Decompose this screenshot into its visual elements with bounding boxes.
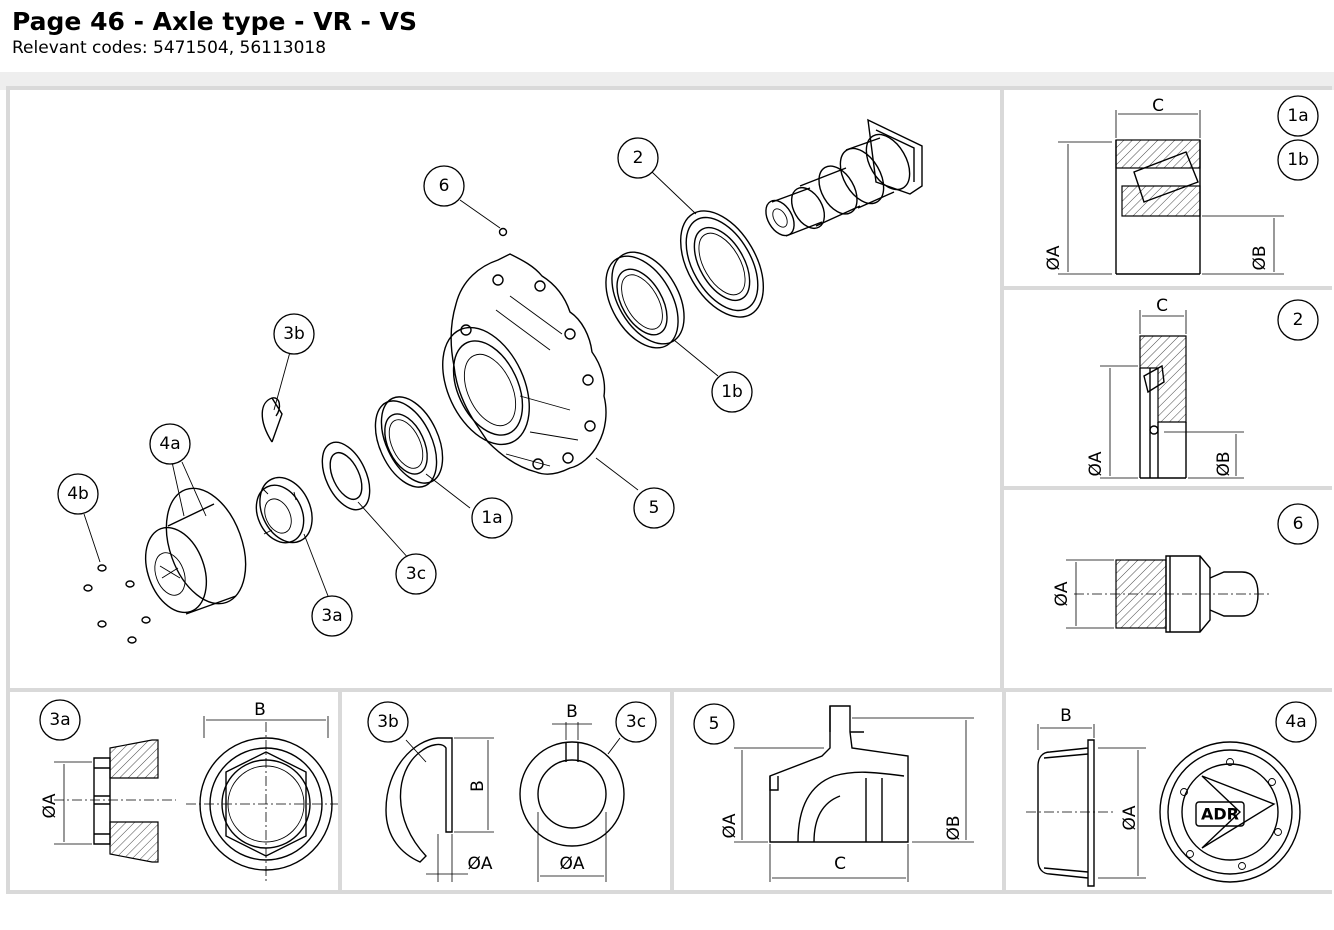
svg-text:3b: 3b: [377, 712, 399, 732]
bearing-1b: [605, 251, 685, 349]
svg-text:1b: 1b: [721, 382, 743, 402]
hub-dim-b: ØB: [944, 815, 964, 840]
nipple-dim-a: ØA: [1052, 581, 1072, 606]
svg-text:3b: 3b: [283, 324, 305, 344]
leader-lines: [83, 171, 719, 597]
nut-dim-a: ØA: [40, 793, 60, 818]
bearing-1a: [374, 396, 444, 488]
nut-detail-drawing: ØA B 3a: [39, 699, 338, 884]
adr-logo-text: ADR: [1201, 805, 1239, 824]
callout-1b[interactable]: 1b: [711, 371, 753, 413]
washer-dim-a: ØA: [559, 854, 584, 874]
callout-4b[interactable]: 4b: [57, 473, 99, 515]
cap-dim-a: ØA: [1120, 805, 1140, 830]
bearing-detail-panel: C ØA ØB 1a 1b: [1004, 90, 1332, 286]
callout-3a[interactable]: 3a: [311, 595, 353, 637]
grease-nipple-6: [498, 227, 508, 237]
callout-1a[interactable]: 1a: [471, 497, 513, 539]
callout-nut-3a[interactable]: 3a: [39, 699, 81, 741]
callout-2[interactable]: 2: [617, 137, 659, 179]
bearing-detail-drawing: C ØA ØB 1a 1b: [1044, 95, 1319, 275]
callout-3b[interactable]: 3b: [273, 313, 315, 355]
svg-text:2: 2: [1293, 310, 1304, 330]
callout-bearing-1b[interactable]: 1b: [1277, 139, 1319, 181]
hub-cap-detail-panel: B ØA ADR 4a: [1006, 692, 1332, 890]
axle-spindle: [765, 118, 923, 237]
callout-5[interactable]: 5: [633, 487, 675, 529]
clip-washer-detail-panel: B ØA B ØA 3b 3c: [342, 692, 670, 890]
svg-text:5: 5: [709, 714, 720, 734]
svg-text:4b: 4b: [67, 484, 89, 504]
exploded-view-drawing: 2 6 3b 4a 4b 3a 3c 1a 1b 5: [57, 118, 923, 644]
seal-detail-drawing: C ØA ØB 2: [1086, 296, 1319, 479]
lock-clip-3b: [261, 397, 283, 443]
svg-text:1a: 1a: [481, 508, 502, 528]
relevant-codes: Relevant codes: 5471504, 56113018: [12, 38, 327, 58]
wheel-hub-5: [442, 253, 607, 475]
washer-dim-b: B: [566, 702, 578, 722]
oil-seal-2: [679, 210, 765, 318]
parts-sheet: 2 6 3b 4a 4b 3a 3c 1a 1b 5 C ØA ØB 1a 1b: [6, 86, 1332, 894]
nut-detail-panel: ØA B 3a: [10, 692, 338, 890]
bearing-dim-c: C: [1152, 96, 1164, 116]
cap-dim-b: B: [1060, 706, 1072, 726]
svg-text:4a: 4a: [159, 434, 180, 454]
bearing-dim-b: ØB: [1250, 245, 1270, 270]
callout-clip-3b[interactable]: 3b: [367, 701, 409, 743]
hub-cap-detail-drawing: B ØA ADR 4a: [1026, 701, 1317, 887]
callout-cap-4a[interactable]: 4a: [1275, 701, 1317, 743]
callout-4a[interactable]: 4a: [149, 423, 191, 465]
header-divider-band: [0, 72, 1334, 90]
tab-washer-3c: [321, 441, 371, 511]
svg-text:1b: 1b: [1287, 150, 1309, 170]
clip-dim-b: B: [468, 780, 488, 792]
callout-washer-3c[interactable]: 3c: [615, 701, 657, 743]
svg-text:6: 6: [439, 176, 450, 196]
callout-hub-5[interactable]: 5: [693, 703, 735, 745]
screws-4b: [83, 564, 151, 644]
callout-seal-2[interactable]: 2: [1277, 299, 1319, 341]
svg-text:3a: 3a: [321, 606, 342, 626]
hub-dim-a: ØA: [720, 813, 740, 838]
callout-3c[interactable]: 3c: [395, 553, 437, 595]
page-title: Page 46 - Axle type - VR - VS: [12, 7, 417, 36]
clip-dim-a: ØA: [467, 854, 492, 874]
axle-nut-3a: [255, 476, 313, 544]
svg-text:6: 6: [1293, 514, 1304, 534]
svg-text:1a: 1a: [1287, 106, 1308, 126]
seal-dim-c: C: [1156, 296, 1168, 316]
callout-nipple-6[interactable]: 6: [1277, 503, 1319, 545]
seal-dim-b: ØB: [1214, 451, 1234, 476]
exploded-view-panel: 2 6 3b 4a 4b 3a 3c 1a 1b 5: [10, 90, 1000, 688]
svg-text:2: 2: [633, 148, 644, 168]
hub-detail-panel: ØB ØA C 5: [674, 692, 1002, 890]
seal-dim-a: ØA: [1086, 451, 1106, 476]
seal-detail-panel: C ØA ØB 2: [1004, 290, 1332, 486]
callout-bearing-1a[interactable]: 1a: [1277, 95, 1319, 137]
svg-text:3a: 3a: [49, 710, 70, 730]
hub-dim-c: C: [834, 854, 846, 874]
hub-cap-4a: [144, 487, 247, 615]
hub-detail-drawing: ØB ØA C 5: [693, 703, 974, 882]
svg-text:4a: 4a: [1285, 712, 1306, 732]
svg-text:3c: 3c: [406, 564, 426, 584]
svg-text:5: 5: [649, 498, 660, 518]
page-header: Page 46 - Axle type - VR - VS Relevant c…: [12, 6, 417, 58]
callout-6[interactable]: 6: [423, 165, 465, 207]
nipple-detail-panel: ØA 6: [1004, 490, 1332, 688]
nipple-detail-drawing: ØA 6: [1052, 503, 1319, 633]
svg-text:3c: 3c: [626, 712, 646, 732]
nut-dim-b: B: [254, 700, 266, 720]
clip-washer-detail-drawing: B ØA B ØA 3b 3c: [367, 701, 657, 882]
bearing-dim-a: ØA: [1044, 245, 1064, 270]
